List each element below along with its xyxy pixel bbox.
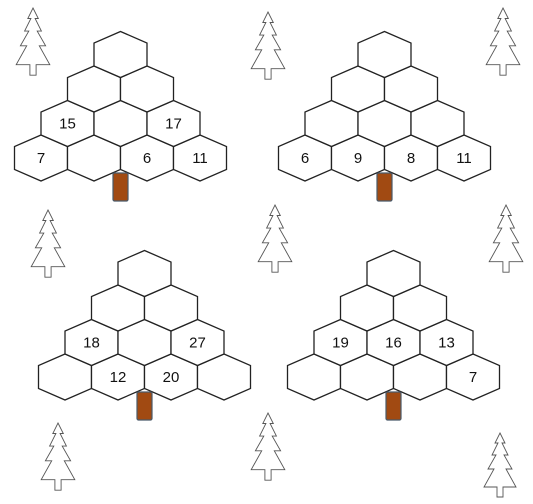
tree-trunk: [112, 172, 129, 202]
pine-tree-icon: [483, 431, 517, 498]
hex-number: 6: [301, 150, 309, 167]
hex-number: 19: [332, 335, 349, 352]
hex-cell[interactable]: 11: [436, 134, 492, 182]
hex-cell[interactable]: 27: [170, 318, 225, 367]
hex-number: 17: [165, 116, 182, 133]
hex-outline: [117, 249, 172, 298]
hex-number: 27: [189, 335, 206, 352]
hex-number: 8: [407, 150, 415, 167]
pine-tree-icon: [485, 6, 521, 76]
pine-tree-icon: [15, 6, 51, 76]
pine-tree-icon: [488, 203, 524, 273]
pine-tree-icon: [30, 208, 66, 278]
hex-number: 12: [110, 369, 127, 386]
puzzle-tree-2: 6 9 8 11: [277, 30, 492, 202]
hex-cell[interactable]: 18: [64, 318, 119, 367]
pine-tree-icon: [257, 203, 293, 273]
hex-number: 15: [59, 116, 76, 133]
puzzle-tree-3: 12 20 18 27: [37, 249, 252, 421]
hex-number: 13: [438, 335, 455, 352]
puzzle-tree-1: 7 6 11 15 17: [13, 30, 228, 202]
hex-number: 7: [37, 150, 45, 167]
hex-number: 11: [456, 150, 472, 167]
pine-tree-icon: [40, 421, 76, 491]
hex-cell[interactable]: 19: [313, 318, 368, 367]
hex-outline: [366, 249, 421, 298]
hex-cell[interactable]: [93, 30, 148, 79]
hex-outline: [357, 30, 412, 79]
puzzle-tree-4: 7 19 16 13: [286, 249, 501, 421]
hex-cell[interactable]: [357, 30, 412, 79]
hex-number: 11: [192, 150, 208, 167]
tree-trunk: [136, 391, 153, 421]
hex-number: 20: [163, 369, 180, 386]
hex-cell[interactable]: 17: [146, 99, 201, 148]
hex-cell[interactable]: [117, 249, 172, 298]
hex-number: 9: [354, 150, 362, 167]
pine-tree-icon: [250, 10, 286, 80]
hex-number: 16: [385, 335, 402, 352]
hex-number: 6: [143, 150, 151, 167]
tree-trunk: [385, 391, 402, 421]
tree-trunk: [376, 172, 393, 202]
hex-number: 18: [83, 335, 100, 352]
hex-outline: [93, 30, 148, 79]
hex-cell[interactable]: [366, 249, 421, 298]
hex-number: 7: [469, 369, 477, 386]
pine-tree-icon: [250, 411, 286, 481]
